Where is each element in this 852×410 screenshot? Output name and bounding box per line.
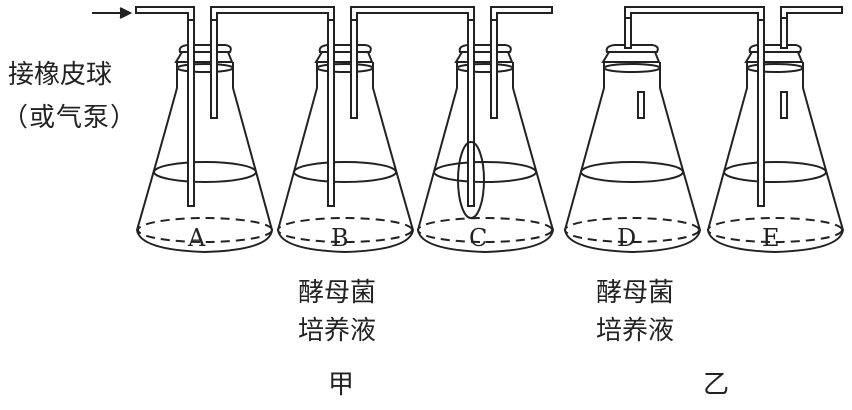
connecting-tubes-jia: [135, 6, 553, 21]
caption-d-line1: 酵母菌: [596, 278, 675, 308]
pump-label-line1: 接橡皮球: [8, 60, 113, 90]
pump-label-line2: （或气泵）: [2, 103, 138, 133]
air-inlet-arrow: [92, 7, 133, 19]
flask-d: D: [563, 44, 702, 254]
flask-a: A: [135, 17, 274, 254]
highlight-ellipse: [457, 141, 485, 219]
caption-d-line2: 培养液: [596, 316, 675, 346]
caption-b-line2: 培养液: [298, 316, 377, 346]
connecting-tubes-yi: [624, 6, 843, 49]
flask-b-letter: B: [331, 224, 349, 252]
flask-a-letter: A: [187, 224, 206, 252]
flask-d-letter: D: [617, 224, 636, 252]
group-label-yi: 乙: [703, 370, 730, 400]
flask-b: B: [276, 17, 415, 254]
flask-e-letter: E: [762, 224, 780, 252]
group-label-jia: 甲: [328, 370, 355, 400]
flask-e: E: [706, 17, 845, 254]
flask-c-letter: C: [469, 224, 487, 252]
caption-b-line1: 酵母菌: [298, 278, 377, 308]
flask-c: C: [416, 17, 555, 254]
